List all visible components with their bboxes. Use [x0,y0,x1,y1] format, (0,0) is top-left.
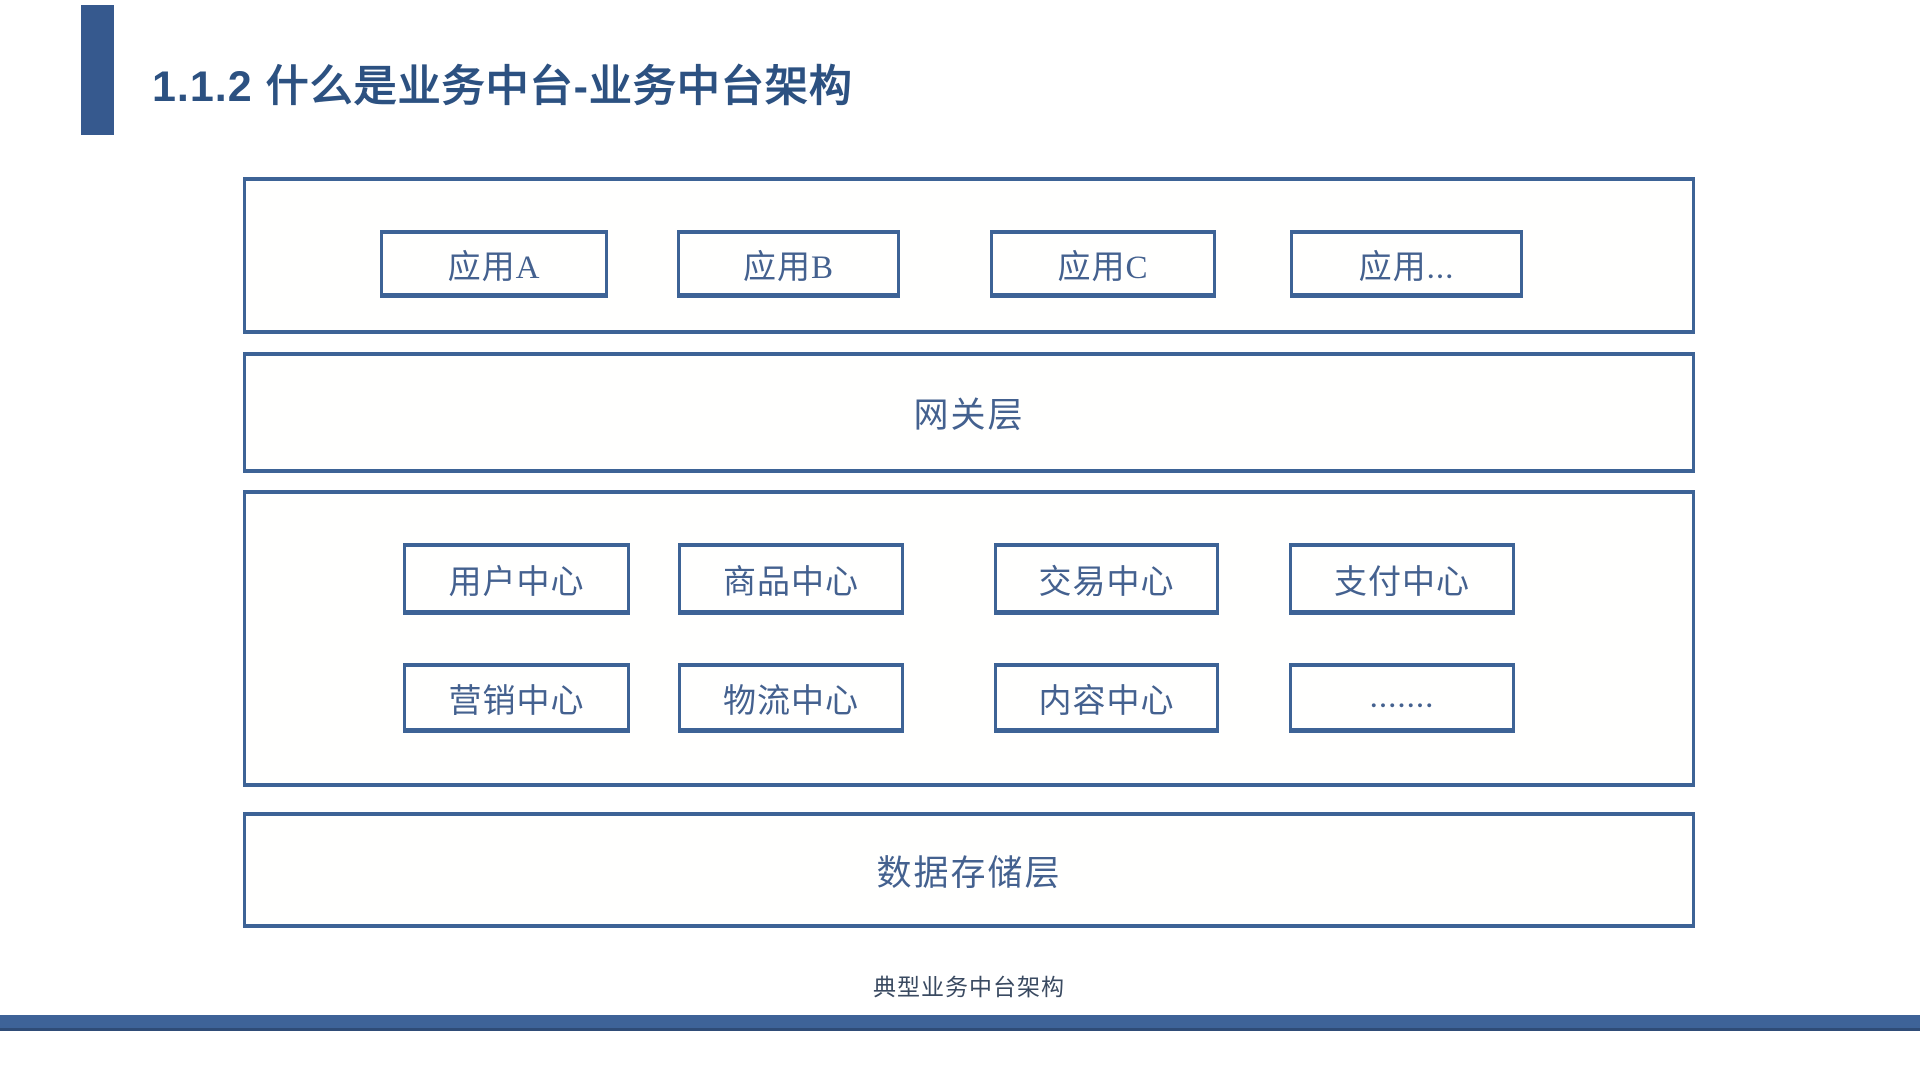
center-box-product-label: 商品中心 [723,564,859,601]
center-box-logistics-label: 物流中心 [723,683,859,720]
center-box-user: 用户中心 [403,543,630,615]
page-title: 1.1.2 什么是业务中台-业务中台架构 [152,63,853,111]
title-accent-bar [81,5,114,135]
data-storage-layer-label: 数据存储层 [876,853,1062,893]
center-box-marketing: 营销中心 [403,663,630,733]
app-box-b-label: 应用B [742,249,834,286]
center-box-marketing-label: 营销中心 [448,683,585,720]
app-box-c-label: 应用C [1057,249,1149,286]
app-box-c: 应用C [990,230,1216,298]
app-box-more-label: 应用... [1358,249,1455,286]
center-box-content-label: 内容中心 [1038,683,1175,720]
center-box-trade-label: 交易中心 [1038,564,1175,601]
center-box-more-label: ....... [1369,679,1435,715]
business-center-layer-box: 用户中心 商品中心 交易中心 支付中心 营销中心 物流中心 内容中心 .....… [243,490,1695,787]
application-layer-box: 应用A 应用B 应用C 应用... [243,177,1695,334]
center-box-payment-label: 支付中心 [1334,564,1470,601]
center-box-trade: 交易中心 [994,543,1219,615]
data-storage-layer-box: 数据存储层 [243,812,1695,928]
center-box-logistics: 物流中心 [678,663,904,733]
app-box-b: 应用B [677,230,900,298]
center-box-payment: 支付中心 [1289,543,1515,615]
app-box-more: 应用... [1290,230,1523,298]
diagram-caption: 典型业务中台架构 [873,975,1065,1000]
bottom-accent-bar [0,1015,1920,1031]
center-box-content: 内容中心 [994,663,1219,733]
center-box-more: ....... [1289,663,1515,733]
app-box-a-label: 应用A [447,249,541,286]
center-box-user-label: 用户中心 [448,564,585,601]
center-box-product: 商品中心 [678,543,904,615]
gateway-layer-box: 网关层 [243,352,1695,473]
app-box-a: 应用A [380,230,608,298]
gateway-layer-label: 网关层 [913,396,1025,435]
